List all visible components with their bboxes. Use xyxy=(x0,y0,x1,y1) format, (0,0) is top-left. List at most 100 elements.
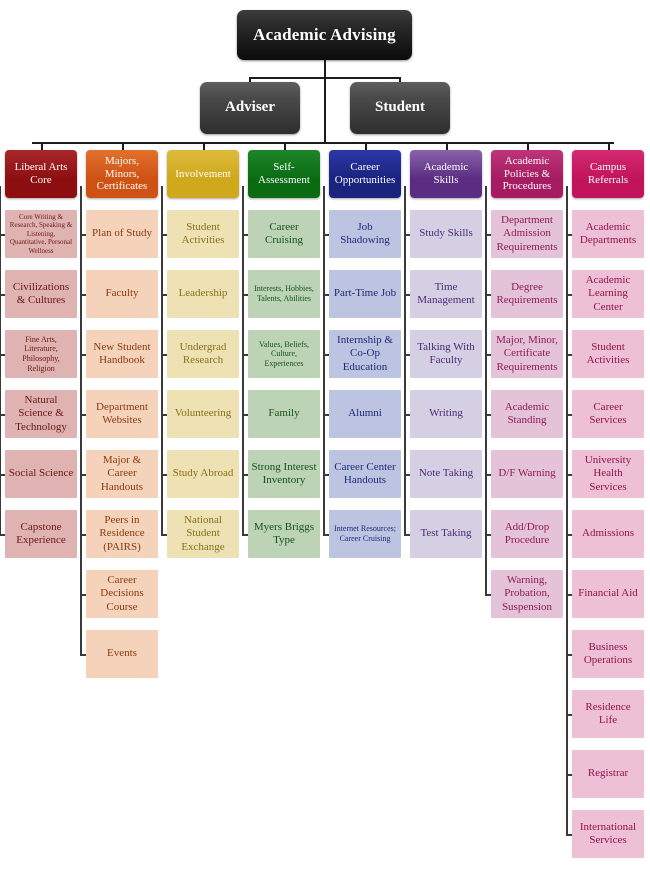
item-academic-policies-procedures-2[interactable]: Major, Minor, Certificate Requirements xyxy=(491,330,563,378)
node-student[interactable]: Student xyxy=(350,82,450,134)
connector-center-stem xyxy=(324,77,326,143)
item-label: Academic Departments xyxy=(579,220,637,246)
item-campus-referrals-10[interactable]: International Services xyxy=(572,810,644,858)
node-academic-advising[interactable]: Academic Advising xyxy=(237,10,412,60)
item-academic-policies-procedures-3[interactable]: Academic Standing xyxy=(491,390,563,438)
column-header-involvement[interactable]: Involvement xyxy=(167,150,239,198)
item-career-opportunities-4[interactable]: Career Center Handouts xyxy=(329,450,401,498)
item-involvement-2[interactable]: Undergrad Research xyxy=(167,330,239,378)
item-majors-minors-certificates-4[interactable]: Major & Career Handouts xyxy=(86,450,158,498)
item-campus-referrals-1[interactable]: Academic Learning Center xyxy=(572,270,644,318)
item-academic-policies-procedures-6[interactable]: Warning, Probation, Suspension xyxy=(491,570,563,618)
item-label: Career Center Handouts xyxy=(334,460,396,486)
item-self-assessment-5[interactable]: Myers Briggs Type xyxy=(248,510,320,558)
item-liberal-arts-core-1[interactable]: Civilizations & Cultures xyxy=(5,270,77,318)
item-involvement-3[interactable]: Volunteering xyxy=(167,390,239,438)
item-label: National Student Exchange xyxy=(181,514,225,553)
item-involvement-5[interactable]: National Student Exchange xyxy=(167,510,239,558)
column-header-career-opportunities[interactable]: Career Opportunities xyxy=(329,150,401,198)
item-liberal-arts-core-0[interactable]: Core Writing & Research, Speaking & List… xyxy=(5,210,77,258)
item-liberal-arts-core-2[interactable]: Fine Arts, Literature, Philosophy, Relig… xyxy=(5,330,77,378)
item-liberal-arts-core-5[interactable]: Capstone Experience xyxy=(5,510,77,558)
item-label: Alumni xyxy=(348,407,382,420)
item-academic-policies-procedures-1[interactable]: Degree Requirements xyxy=(491,270,563,318)
item-campus-referrals-0[interactable]: Academic Departments xyxy=(572,210,644,258)
spine-academic-skills xyxy=(404,186,406,534)
item-self-assessment-2[interactable]: Values, Beliefs, Culture, Experiences xyxy=(248,330,320,378)
tick-campus-referrals-1 xyxy=(566,294,572,296)
item-academic-policies-procedures-4[interactable]: D/F Warning xyxy=(491,450,563,498)
item-majors-minors-certificates-2[interactable]: New Student Handbook xyxy=(86,330,158,378)
item-campus-referrals-6[interactable]: Financial Aid xyxy=(572,570,644,618)
item-majors-minors-certificates-0[interactable]: Plan of Study xyxy=(86,210,158,258)
item-label: Add/Drop Procedure xyxy=(504,520,550,546)
item-campus-referrals-9[interactable]: Registrar xyxy=(572,750,644,798)
item-career-opportunities-3[interactable]: Alumni xyxy=(329,390,401,438)
tick-self-assessment-3 xyxy=(242,414,248,416)
column-header-academic-policies-procedures[interactable]: Academic Policies & Procedures xyxy=(491,150,563,198)
item-self-assessment-3[interactable]: Family xyxy=(248,390,320,438)
item-label: Academic Learning Center xyxy=(585,274,631,313)
item-academic-skills-5[interactable]: Test Taking xyxy=(410,510,482,558)
item-label: Fine Arts, Literature, Philosophy, Relig… xyxy=(22,334,60,373)
column-header-majors-minors-certificates[interactable]: Majors, Minors, Certificates xyxy=(86,150,158,198)
tick-involvement-0 xyxy=(161,234,167,236)
item-campus-referrals-5[interactable]: Admissions xyxy=(572,510,644,558)
item-majors-minors-certificates-3[interactable]: Department Websites xyxy=(86,390,158,438)
item-academic-skills-0[interactable]: Study Skills xyxy=(410,210,482,258)
item-academic-policies-procedures-5[interactable]: Add/Drop Procedure xyxy=(491,510,563,558)
tick-majors-minors-certificates-3 xyxy=(80,414,86,416)
item-career-opportunities-0[interactable]: Job Shadowing xyxy=(329,210,401,258)
item-label: Events xyxy=(107,647,137,660)
column-header-campus-referrals[interactable]: Campus Referrals xyxy=(572,150,644,198)
item-career-opportunities-1[interactable]: Part-Time Job xyxy=(329,270,401,318)
item-label: Major & Career Handouts xyxy=(100,454,144,493)
item-majors-minors-certificates-1[interactable]: Faculty xyxy=(86,270,158,318)
item-academic-skills-4[interactable]: Note Taking xyxy=(410,450,482,498)
connector-student-drop xyxy=(399,77,401,84)
item-campus-referrals-4[interactable]: University Health Services xyxy=(572,450,644,498)
item-academic-skills-1[interactable]: Time Management xyxy=(410,270,482,318)
item-majors-minors-certificates-5[interactable]: Peers in Residence (PAIRS) xyxy=(86,510,158,558)
item-involvement-1[interactable]: Leadership xyxy=(167,270,239,318)
item-academic-policies-procedures-0[interactable]: Department Admission Requirements xyxy=(491,210,563,258)
item-academic-skills-2[interactable]: Talking With Faculty xyxy=(410,330,482,378)
item-campus-referrals-3[interactable]: Career Services xyxy=(572,390,644,438)
tick-involvement-5 xyxy=(161,534,167,536)
item-academic-skills-3[interactable]: Writing xyxy=(410,390,482,438)
tick-academic-skills-0 xyxy=(404,234,410,236)
column-header-academic-skills[interactable]: Academic Skills xyxy=(410,150,482,198)
tick-campus-referrals-2 xyxy=(566,354,572,356)
column-header-self-assessment[interactable]: Self-Assessment xyxy=(248,150,320,198)
item-involvement-4[interactable]: Study Abroad xyxy=(167,450,239,498)
item-self-assessment-4[interactable]: Strong Interest Inventory xyxy=(248,450,320,498)
item-liberal-arts-core-3[interactable]: Natural Science & Technology xyxy=(5,390,77,438)
item-self-assessment-1[interactable]: Interests, Hobbies, Talents, Abilities xyxy=(248,270,320,318)
item-involvement-0[interactable]: Student Activities xyxy=(167,210,239,258)
item-label: Financial Aid xyxy=(578,587,638,600)
item-campus-referrals-7[interactable]: Business Operations xyxy=(572,630,644,678)
item-career-opportunities-5[interactable]: Internet Resources; Career Cruising xyxy=(329,510,401,558)
tick-academic-policies-procedures-3 xyxy=(485,414,491,416)
tick-academic-skills-3 xyxy=(404,414,410,416)
item-campus-referrals-2[interactable]: Student Activities xyxy=(572,330,644,378)
item-campus-referrals-8[interactable]: Residence Life xyxy=(572,690,644,738)
tick-majors-minors-certificates-0 xyxy=(80,234,86,236)
item-label: New Student Handbook xyxy=(93,340,151,366)
tick-academic-policies-procedures-2 xyxy=(485,354,491,356)
item-career-opportunities-2[interactable]: Internship & Co-Op Education xyxy=(329,330,401,378)
item-label: Civilizations & Cultures xyxy=(12,280,70,306)
item-self-assessment-0[interactable]: Career Cruising xyxy=(248,210,320,258)
tick-campus-referrals-8 xyxy=(566,714,572,716)
item-majors-minors-certificates-6[interactable]: Career Decisions Course xyxy=(86,570,158,618)
column-header-liberal-arts-core[interactable]: Liberal Arts Core xyxy=(5,150,77,198)
item-liberal-arts-core-4[interactable]: Social Science xyxy=(5,450,77,498)
tick-majors-minors-certificates-4 xyxy=(80,474,86,476)
node-adviser[interactable]: Adviser xyxy=(200,82,300,134)
tick-liberal-arts-core-5 xyxy=(0,534,5,536)
item-majors-minors-certificates-7[interactable]: Events xyxy=(86,630,158,678)
